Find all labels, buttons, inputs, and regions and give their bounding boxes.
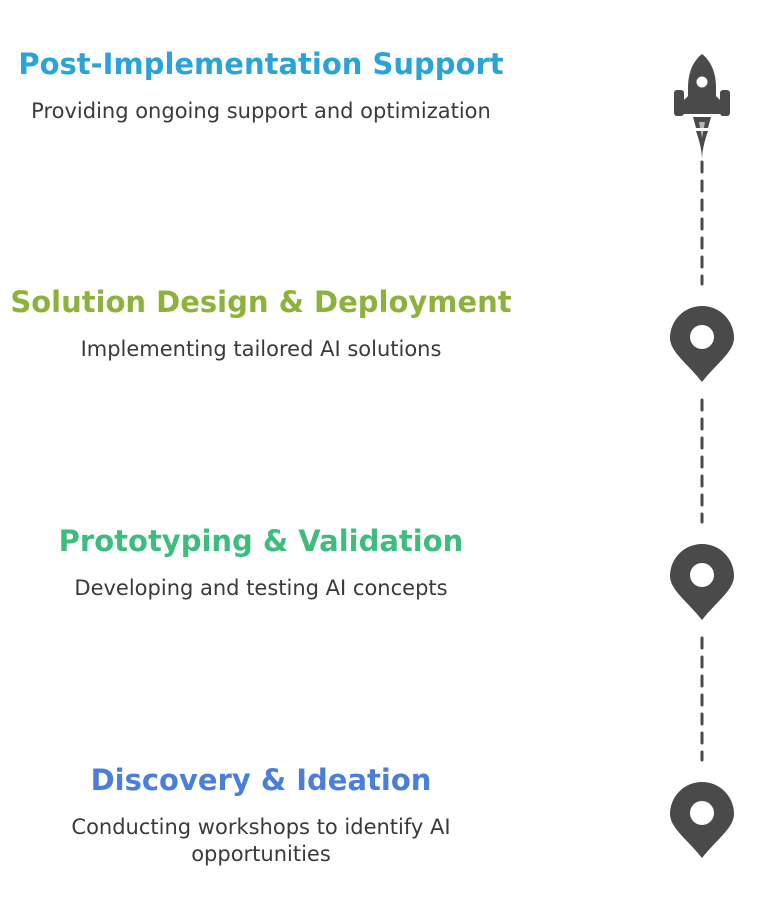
step-title: Solution Design & Deployment [10, 285, 512, 319]
step-description: Providing ongoing support and optimizati… [31, 99, 491, 123]
map-pin-icon [670, 782, 734, 858]
step-description: Conducting workshops to identify AI oppo… [71, 815, 451, 866]
step-post-implementation-support: Post-Implementation Support Providing on… [0, 46, 522, 125]
step-title: Discovery & Ideation [90, 763, 432, 797]
step-description: Implementing tailored AI solutions [80, 337, 442, 361]
step-prototyping-validation: Prototyping & Validation Developing and … [0, 523, 522, 602]
step-title: Post-Implementation Support [18, 47, 504, 81]
timeline [670, 54, 734, 858]
step-title: Prototyping & Validation [58, 524, 464, 558]
map-pin-icon [670, 544, 734, 620]
step-discovery-ideation: Discovery & Ideation Conducting workshop… [0, 762, 522, 868]
rocket-icon [674, 54, 730, 160]
step-description: Developing and testing AI concepts [74, 576, 448, 600]
map-pin-icon [670, 306, 734, 382]
step-solution-design-deployment: Solution Design & Deployment Implementin… [0, 284, 522, 363]
